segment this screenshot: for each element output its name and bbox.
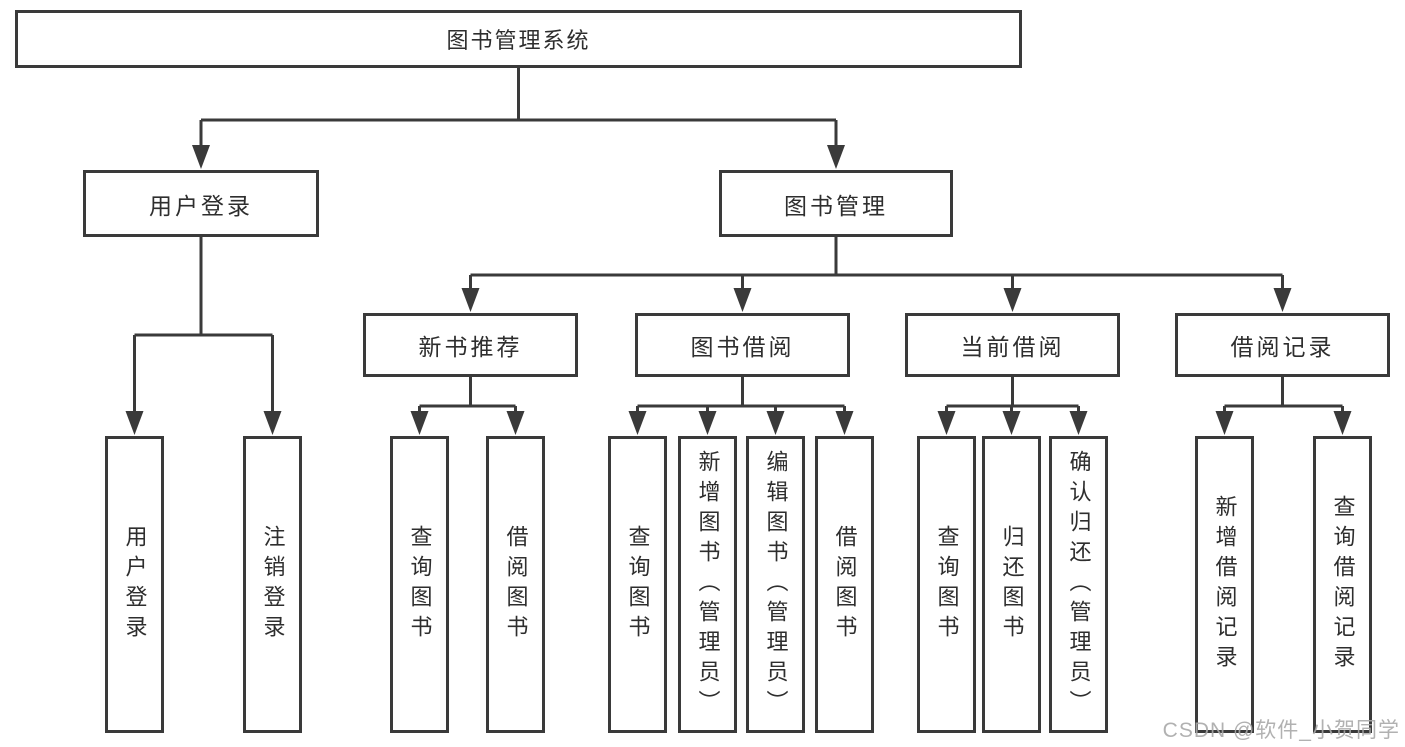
arrowhead [192,145,210,169]
node-current-borrow: 当前借阅 [905,313,1120,377]
arrowhead [628,411,647,435]
leaf-borrow-books-borrow: 借阅图书 [815,436,874,733]
arrowhead [125,411,144,435]
node-library-system: 图书管理系统 [15,10,1022,68]
leaf-add-borrow-record: 新增借阅记录 [1195,436,1254,733]
connector-root-to-level2 [199,68,838,150]
node-label: 用户登录 [122,524,148,645]
leaf-query-books-recommend: 查询图书 [390,436,449,733]
arrowhead [827,145,845,169]
connector-borrowrecords-to-leaves [1223,377,1344,418]
leaf-query-books-current: 查询图书 [917,436,976,733]
node-label: 图书管理 [784,192,888,219]
arrowhead [410,411,429,435]
node-book-borrow: 图书借阅 [635,313,850,377]
arrowhead [698,411,717,435]
connector-userlogin-to-leaves [133,237,274,418]
node-label: 查询借阅记录 [1330,494,1356,675]
arrowhead [1215,411,1234,435]
node-label: 用户登录 [149,192,253,219]
node-label: 查询图书 [934,524,960,645]
leaf-borrow-books-recommend: 借阅图书 [486,436,545,733]
leaf-query-books-borrow: 查询图书 [608,436,667,733]
arrowhead [1333,411,1352,435]
arrowhead [1002,411,1021,435]
leaf-edit-book-admin: 编辑图书（管理员） [746,436,805,733]
node-label: 新增图书（管理员） [695,449,721,720]
node-book-management: 图书管理 [719,170,953,237]
arrowhead [937,411,956,435]
node-label: 注销登录 [260,524,286,645]
node-label: 归还图书 [999,524,1025,645]
arrowhead [835,411,854,435]
arrowhead [461,288,480,312]
connector-bookmgmt-to-level3 [469,237,1284,295]
node-user-login: 用户登录 [83,170,319,237]
node-label: 图书借阅 [690,334,795,360]
arrowhead [1069,411,1088,435]
node-label: 图书管理系统 [446,28,591,53]
node-label: 借阅图书 [503,524,529,645]
arrowhead [766,411,785,435]
connector-newbooks-to-leaves [418,377,517,418]
arrowhead [1273,288,1292,312]
arrowhead [1003,288,1022,312]
node-label: 确认归还（管理员） [1066,449,1092,720]
watermark: CSDN @软件_小贺同学 [1162,719,1400,742]
node-label: 借阅图书 [832,524,858,645]
leaf-logout: 注销登录 [243,436,302,733]
arrowhead [506,411,525,435]
arrowhead [733,288,752,312]
node-label: 查询图书 [407,524,433,645]
connector-bookborrow-to-leaves [636,377,846,418]
node-label: 新增借阅记录 [1212,494,1238,675]
node-label: 当前借阅 [960,334,1065,360]
leaf-return-books: 归还图书 [982,436,1041,733]
leaf-query-borrow-record: 查询借阅记录 [1313,436,1372,733]
leaf-user-login: 用户登录 [105,436,164,733]
leaf-add-book-admin: 新增图书（管理员） [678,436,737,733]
node-new-book-recommend: 新书推荐 [363,313,578,377]
node-label: 查询图书 [625,524,651,645]
arrowhead [263,411,282,435]
node-label: 借阅记录 [1230,334,1335,360]
node-borrow-records: 借阅记录 [1175,313,1390,377]
node-label: 编辑图书（管理员） [763,449,789,720]
leaf-confirm-return-admin: 确认归还（管理员） [1049,436,1108,733]
node-label: 新书推荐 [418,334,523,360]
